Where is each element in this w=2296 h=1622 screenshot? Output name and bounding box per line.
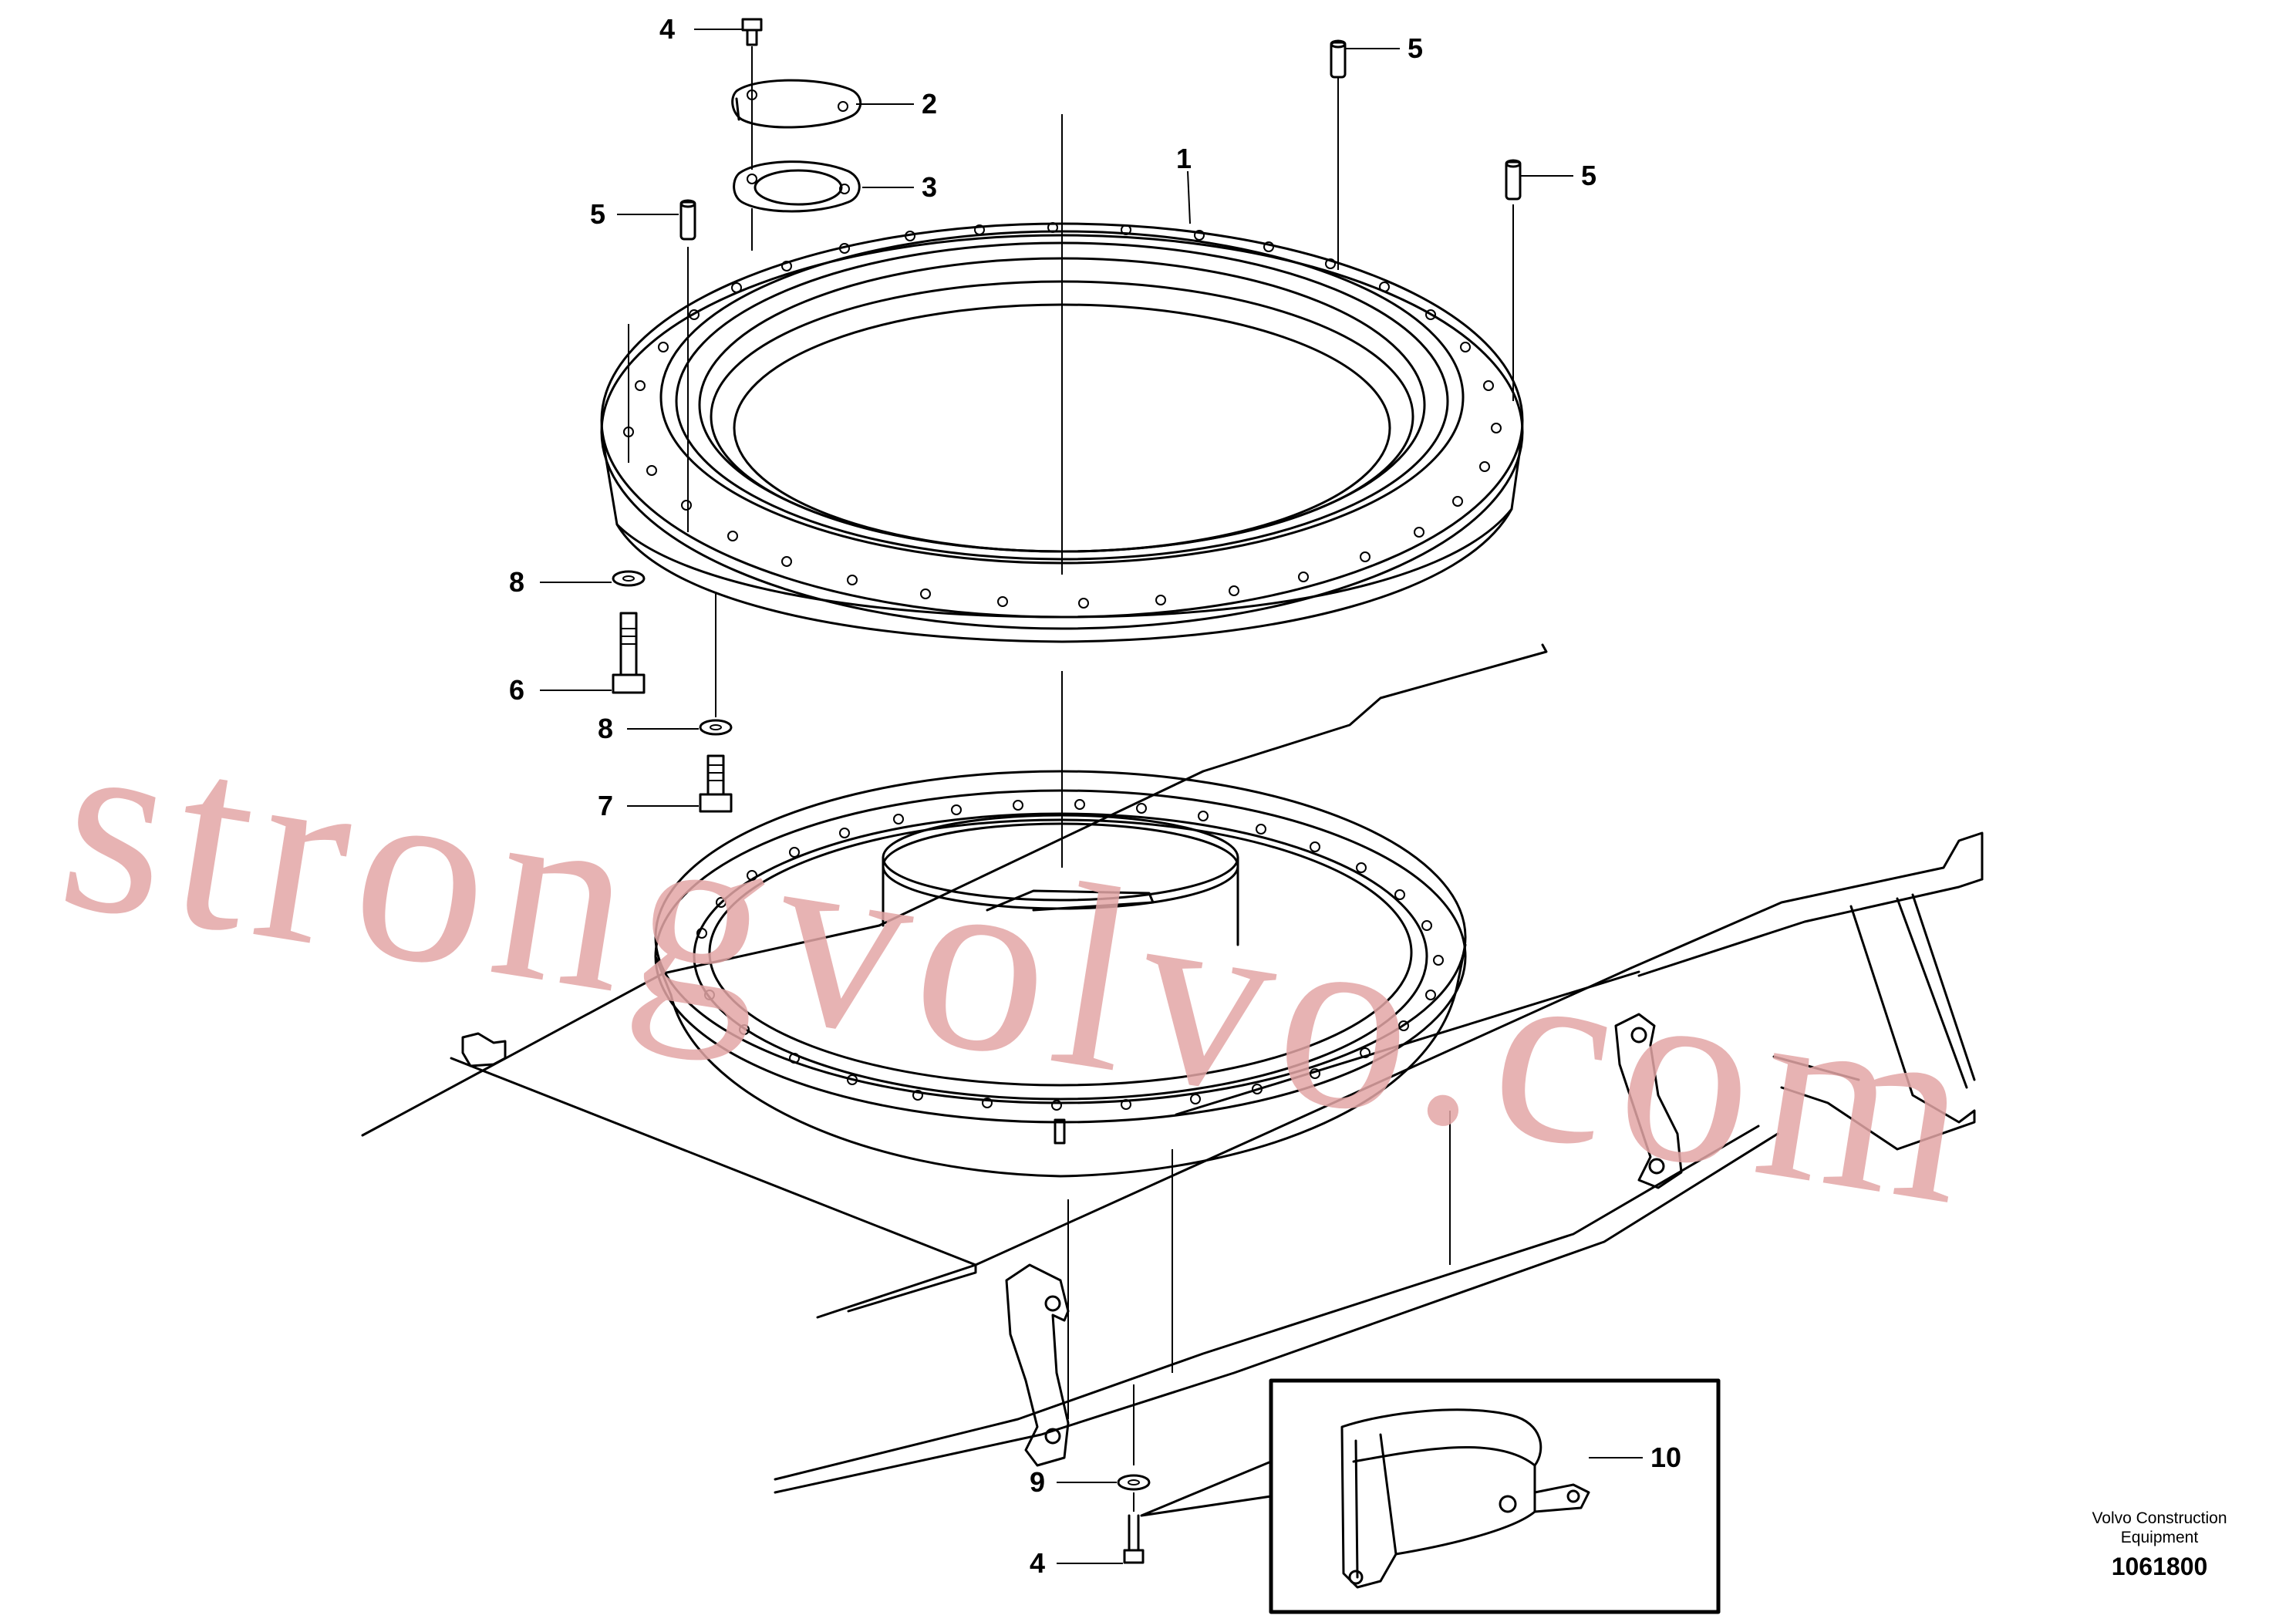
bolt-part-6 bbox=[612, 612, 646, 694]
lower-ring-bolt-holes bbox=[696, 799, 1444, 1111]
screw-part-4-bottom bbox=[1123, 1514, 1145, 1564]
dowel-pin-part-5-left bbox=[679, 199, 696, 241]
callout-6: 6 bbox=[509, 674, 524, 706]
document-number: 1061800 bbox=[2112, 1553, 2208, 1580]
callout-4-bottom: 4 bbox=[1030, 1547, 1045, 1579]
callout-8-lower: 8 bbox=[598, 713, 613, 744]
callout-5-left: 5 bbox=[590, 198, 605, 230]
callout-3: 3 bbox=[922, 171, 937, 203]
lower-bearing-seat bbox=[654, 770, 1467, 1178]
washer-part-8-lower bbox=[699, 719, 733, 736]
callout-8-upper: 8 bbox=[509, 566, 524, 598]
gasket-part-3 bbox=[733, 160, 861, 213]
washer-part-9 bbox=[1117, 1474, 1151, 1491]
washer-part-8-upper bbox=[612, 570, 646, 587]
cover-plate-part-2 bbox=[731, 79, 862, 129]
dowel-pin-part-5-right bbox=[1505, 159, 1522, 201]
callout-1: 1 bbox=[1176, 143, 1192, 174]
callout-5-top: 5 bbox=[1408, 32, 1423, 64]
callout-5-right: 5 bbox=[1581, 160, 1596, 191]
callout-numbers: 4 2 3 5 5 5 1 8 6 8 7 10 9 4 bbox=[509, 13, 1681, 1579]
callout-2: 2 bbox=[922, 88, 937, 120]
assembly-axis-lines bbox=[628, 46, 1514, 1512]
credit-block: Volvo Construction Equipment 1061800 bbox=[2092, 1509, 2227, 1580]
callout-leaders bbox=[540, 29, 1643, 1564]
dowel-pin-part-5-top bbox=[1330, 39, 1347, 79]
watermark-text: strongvolvo.com bbox=[45, 672, 1998, 1262]
slewing-ring-bolt-holes bbox=[623, 222, 1502, 609]
callout-10: 10 bbox=[1650, 1442, 1681, 1473]
callout-7: 7 bbox=[598, 790, 613, 821]
screw-part-4-top bbox=[741, 18, 763, 46]
bolt-part-7 bbox=[699, 754, 733, 813]
detail-inset-part-10 bbox=[1140, 1378, 1721, 1614]
credit-line-2: Equipment bbox=[2121, 1529, 2199, 1546]
credit-line-1: Volvo Construction bbox=[2092, 1509, 2227, 1527]
callout-4-top: 4 bbox=[659, 13, 675, 45]
callout-9: 9 bbox=[1030, 1466, 1045, 1498]
